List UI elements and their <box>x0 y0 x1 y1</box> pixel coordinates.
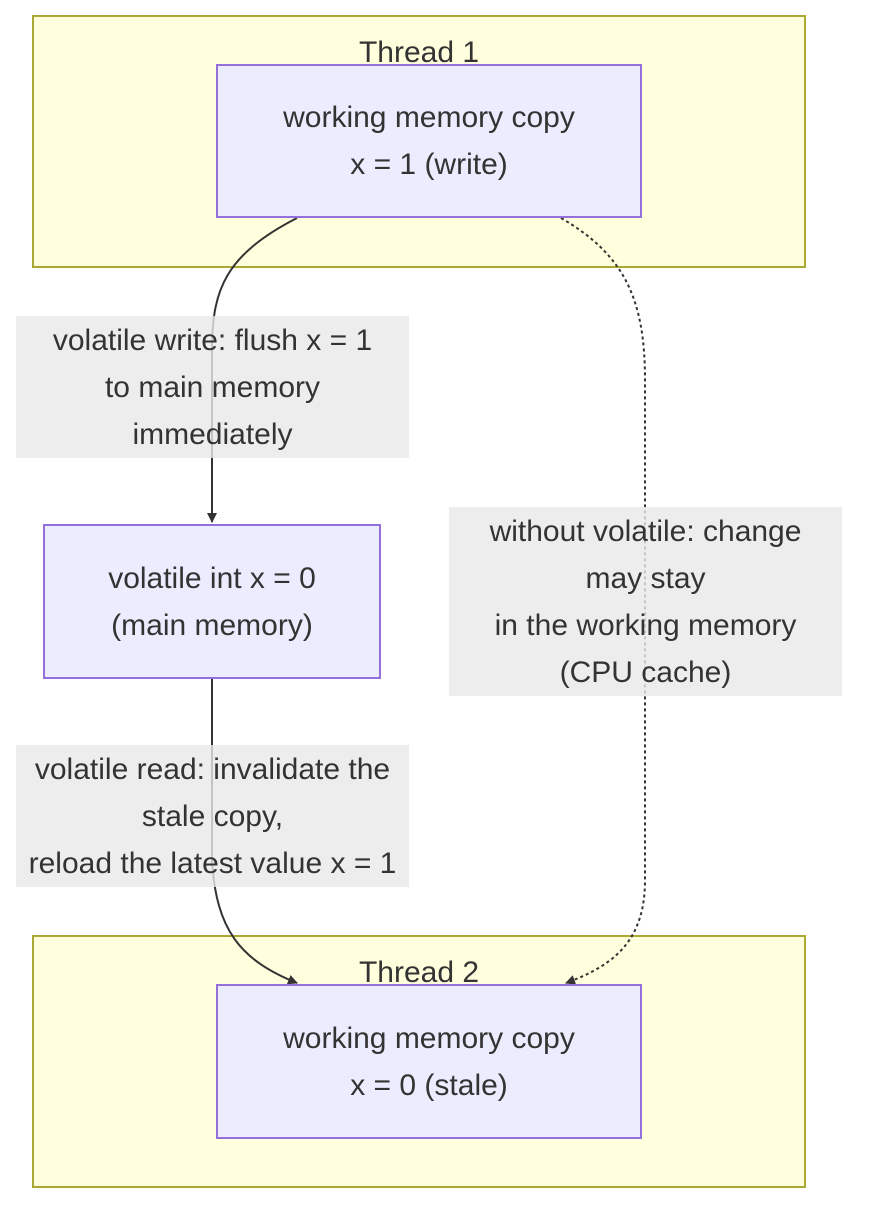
node-main-memory: volatile int x = 0 (main memory) <box>43 524 381 679</box>
edge-label-without-volatile: without volatile: change may stay in the… <box>449 507 842 696</box>
node-thread-2-line-1: working memory copy <box>283 1021 575 1055</box>
node-thread-2-line-2: x = 0 (stale) <box>350 1068 508 1102</box>
node-thread-2-working-copy: working memory copy x = 0 (stale) <box>216 984 642 1139</box>
node-thread-1-line-1: working memory copy <box>283 101 575 134</box>
cluster-thread-2-title: Thread 2 <box>358 956 480 989</box>
cluster-thread-1-title: Thread 1 <box>358 36 480 69</box>
edge-label-without-volatile-line-4: (CPU cache) <box>559 655 732 689</box>
edge-label-without-volatile-line-2: may stay <box>585 561 706 595</box>
edge-label-volatile-read-line-1: volatile read: invalidate the <box>34 752 391 786</box>
edge-without-volatile <box>560 217 646 985</box>
node-main-memory-line-1: volatile int x = 0 <box>108 561 316 595</box>
edge-label-volatile-read-line-3: reload the latest value x = 1 <box>28 846 397 880</box>
edge-label-volatile-write-line-2: to main memory <box>104 370 321 404</box>
edge-label-volatile-read-line-2: stale copy, <box>141 799 284 833</box>
edge-label-volatile-read: volatile read: invalidate the stale copy… <box>16 745 409 887</box>
edge-label-volatile-write: volatile write: flush x = 1 to main memo… <box>16 316 409 458</box>
node-main-memory-line-2: (main memory) <box>111 608 313 642</box>
edge-label-volatile-write-line-1: volatile write: flush x = 1 <box>52 323 373 357</box>
edge-label-volatile-write-line-3: immediately <box>132 417 293 451</box>
edge-label-without-volatile-line-3: in the working memory <box>494 608 797 642</box>
node-thread-1-line-2: x = 1 (write) <box>350 148 508 181</box>
node-thread-1-working-copy: working memory copy x = 1 (write) <box>216 64 642 218</box>
edge-label-without-volatile-line-1: without volatile: change <box>489 514 802 548</box>
